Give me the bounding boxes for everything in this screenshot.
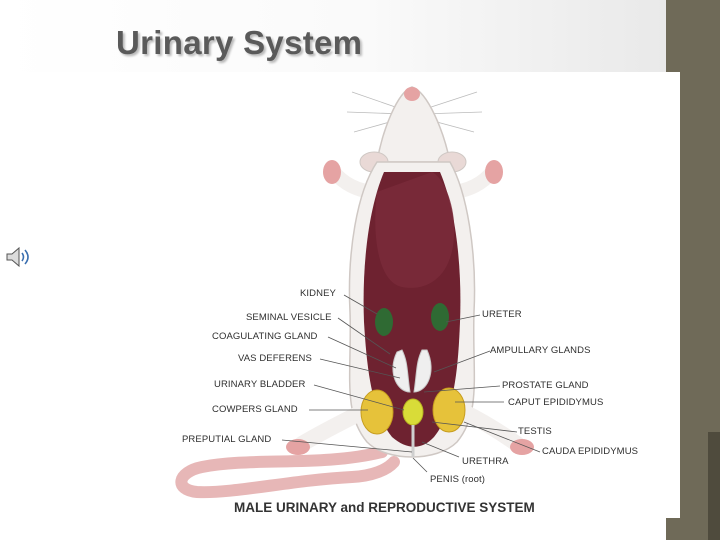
label-seminal-vesicle: SEMINAL VESICLE [246, 312, 332, 323]
figure-caption: MALE URINARY and REPRODUCTIVE SYSTEM [234, 500, 535, 515]
rat-anatomy-figure: KIDNEY SEMINAL VESICLE COAGULATING GLAND… [172, 72, 680, 518]
label-ureter: URETER [482, 309, 522, 320]
label-prostate-gland: PROSTATE GLAND [502, 380, 589, 391]
label-urinary-bladder: URINARY BLADDER [214, 379, 306, 390]
speaker-icon[interactable] [4, 246, 34, 268]
slide-title: Urinary System [116, 24, 363, 61]
label-preputial-gland: PREPUTIAL GLAND [182, 434, 272, 445]
label-testis: TESTIS [518, 426, 552, 437]
label-kidney: KIDNEY [300, 288, 336, 299]
rat-illustration [175, 86, 541, 499]
title-band [0, 0, 666, 72]
label-ampullary-glands: AMPULLARY GLANDS [490, 345, 591, 356]
label-cowpers-gland: COWPERS GLAND [212, 404, 298, 415]
label-vas-deferens: VAS DEFERENS [238, 353, 312, 364]
right-bar-accent [708, 432, 720, 540]
label-cauda-epididymus: CAUDA EPIDIDYMUS [542, 446, 639, 457]
label-coagulating-gland: COAGULATING GLAND [212, 331, 318, 342]
label-urethra: URETHRA [462, 456, 509, 467]
label-caput-epididymus: CAPUT EPIDIDYMUS [508, 397, 604, 408]
label-penis-root: PENIS (root) [430, 474, 486, 485]
